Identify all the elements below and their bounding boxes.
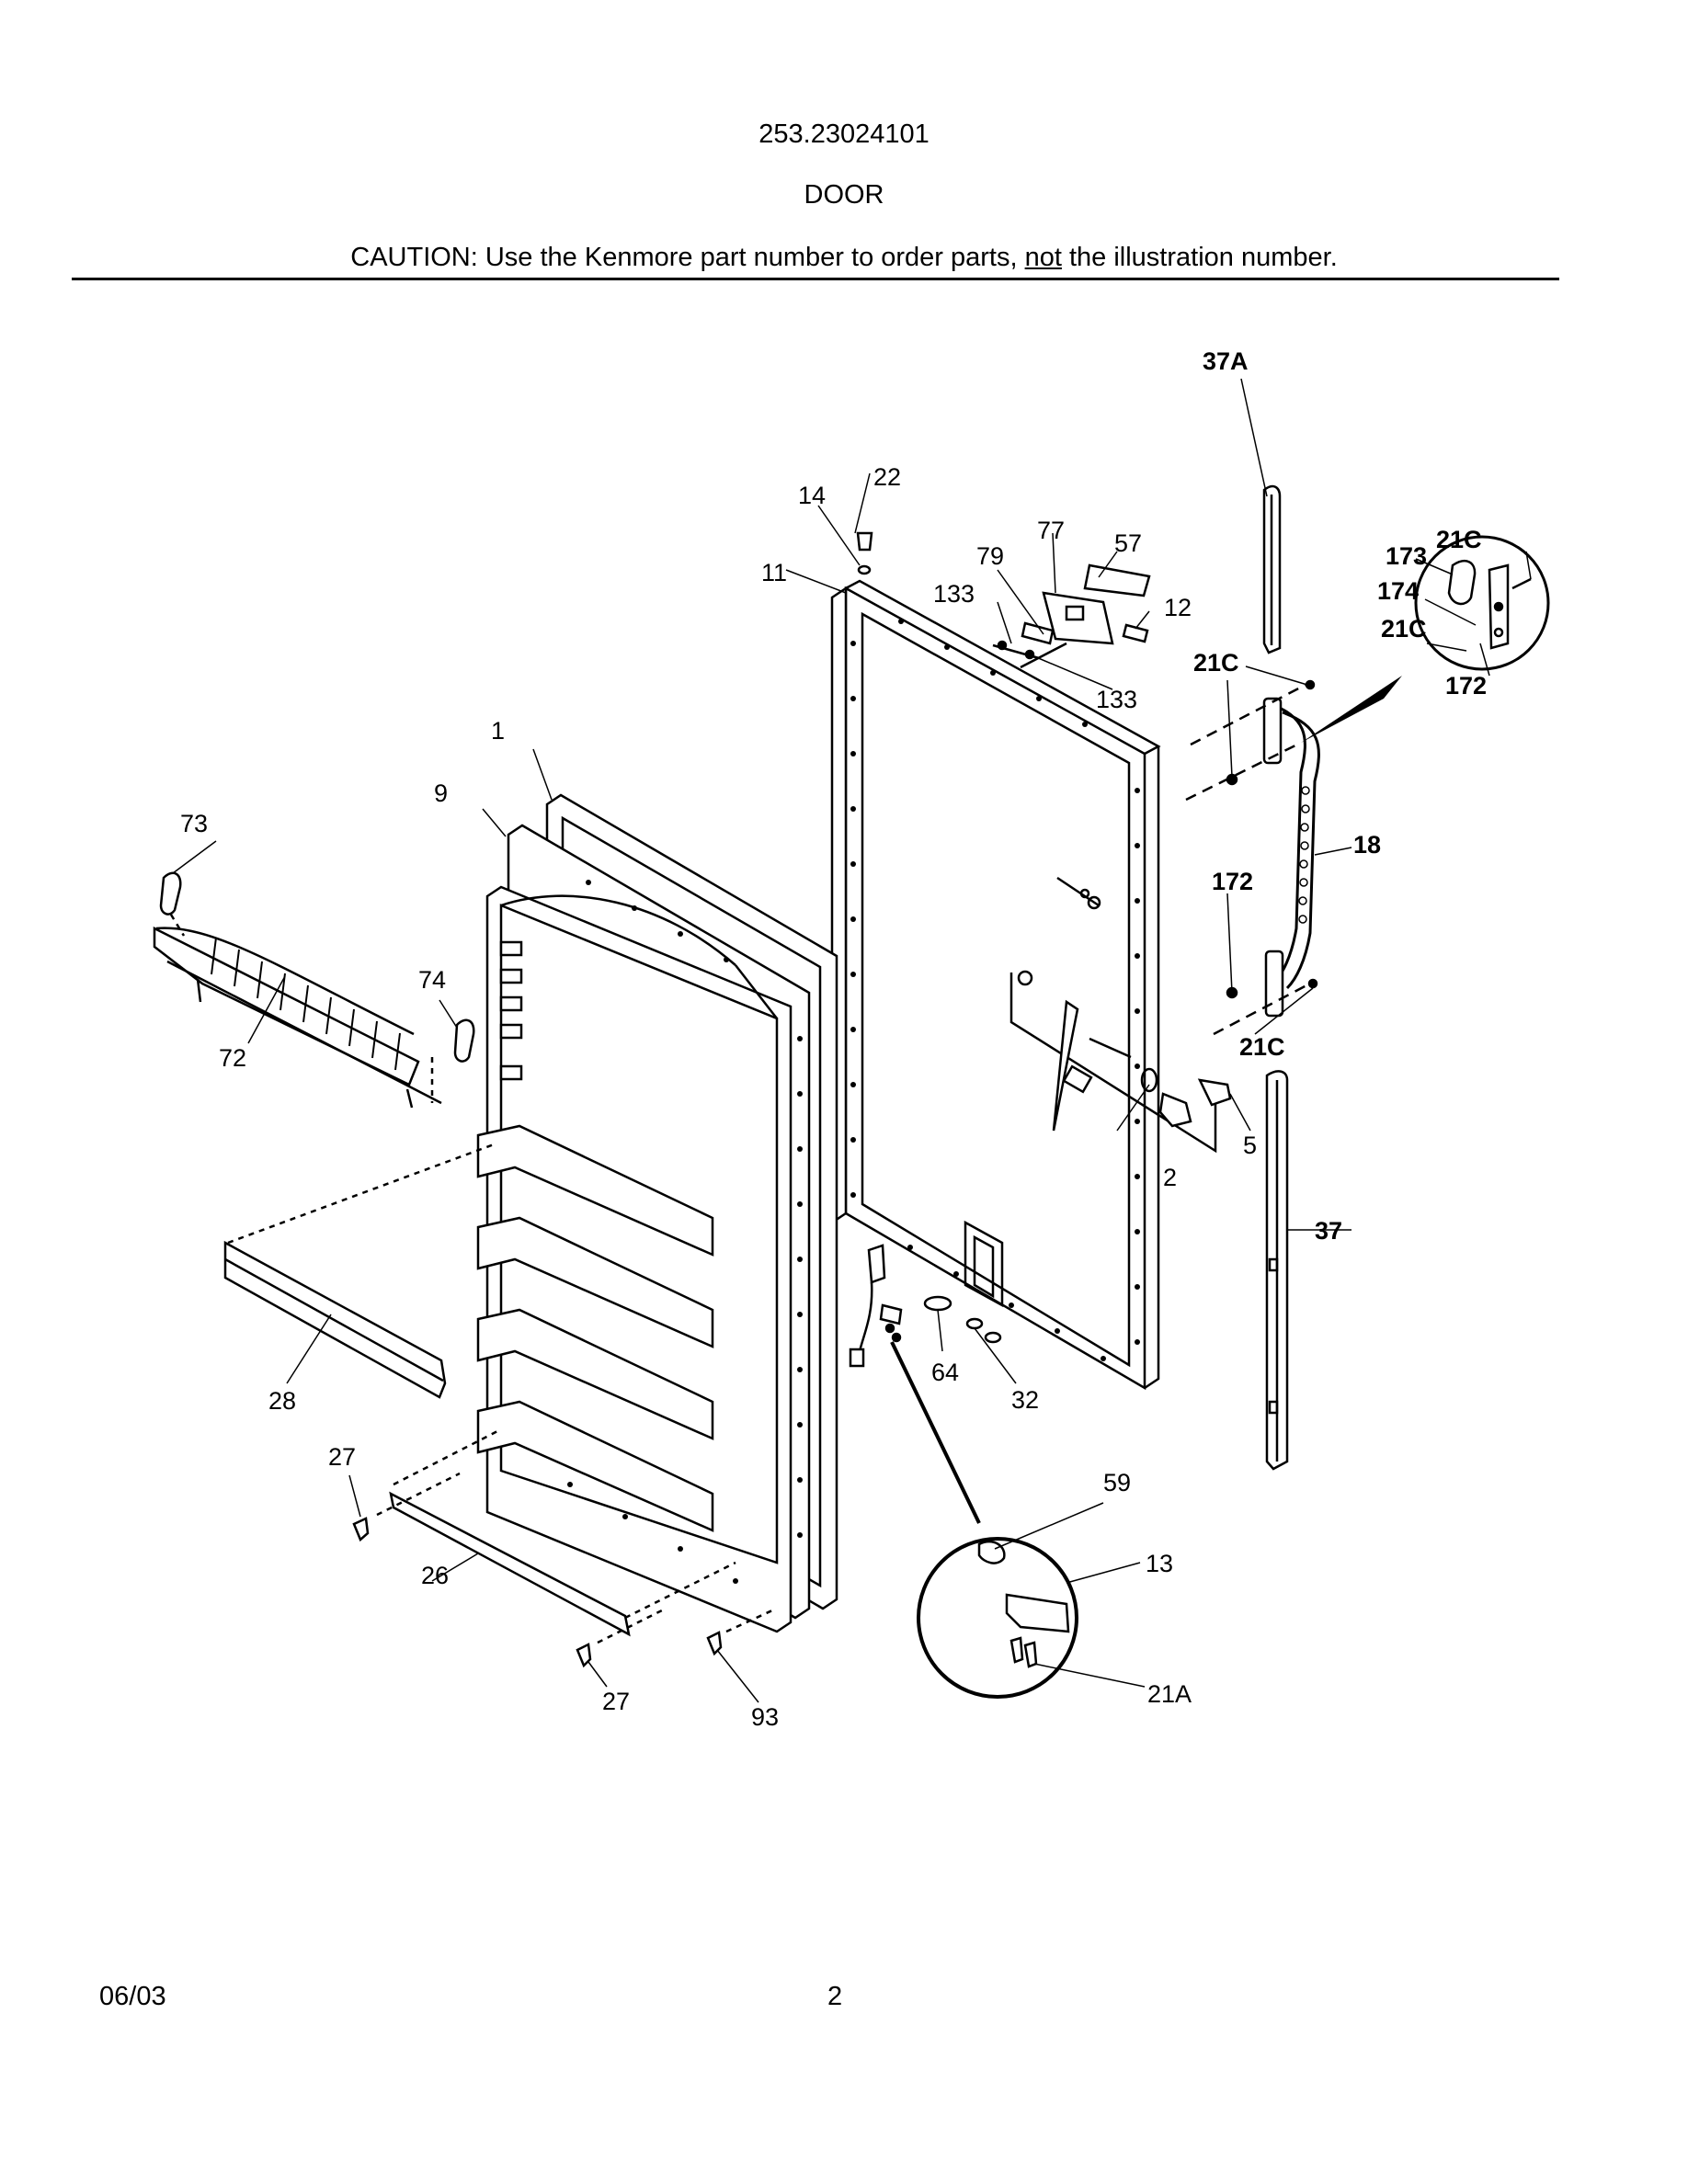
callout-32: 32 [1011, 1386, 1039, 1414]
callout-14: 14 [798, 482, 826, 509]
callout-133-top: 133 [933, 580, 975, 608]
callout-12: 12 [1164, 594, 1192, 621]
callout-labels: 22 14 11 133 79 77 57 12 133 37A 21C 173… [180, 347, 1487, 1731]
callout-21C-lower: 21C [1239, 1033, 1285, 1061]
lock-assembly [1009, 876, 1232, 1154]
callout-64: 64 [931, 1359, 959, 1386]
caution-emphasis: not [1024, 243, 1062, 272]
callout-72: 72 [219, 1044, 246, 1072]
callout-21C-detail-mid: 21C [1381, 615, 1427, 643]
wire-shelf [153, 871, 475, 1109]
callout-59: 59 [1103, 1469, 1131, 1496]
trim-strip-top [1262, 484, 1282, 654]
trim-strip-side [1265, 1070, 1289, 1471]
callout-174: 174 [1377, 577, 1419, 605]
callout-93: 93 [751, 1703, 779, 1731]
callout-1: 1 [491, 717, 505, 745]
door-handle [1185, 679, 1320, 1036]
caution-text-end: the illustration number. [1061, 243, 1338, 272]
caution-note: CAUTION: Use the Kenmore part number to … [0, 243, 1688, 273]
footer-date: 06/03 [99, 1982, 166, 2011]
callout-172-detail: 172 [1445, 672, 1487, 700]
callout-74: 74 [418, 966, 446, 994]
callout-133-bottom: 133 [1096, 686, 1137, 713]
footer-page-number: 2 [827, 1982, 843, 2011]
screws [352, 1472, 773, 1668]
callout-37A: 37A [1203, 347, 1249, 375]
inner-door-liner [476, 824, 811, 1633]
model-number: 253.23024101 [758, 119, 930, 149]
callout-173: 173 [1386, 542, 1427, 570]
callout-37: 37 [1315, 1217, 1342, 1245]
callout-26: 26 [421, 1562, 449, 1589]
callout-73: 73 [180, 810, 208, 837]
callout-172: 172 [1212, 868, 1253, 895]
callout-22: 22 [873, 463, 901, 491]
header-rule [72, 278, 1559, 280]
outer-door-panel [830, 579, 1161, 1391]
liner-screw-holes [567, 880, 803, 1584]
callout-5: 5 [1243, 1132, 1257, 1159]
callout-28: 28 [268, 1387, 296, 1415]
leader-lines [172, 378, 1532, 1703]
callout-18: 18 [1353, 831, 1381, 859]
callout-79: 79 [976, 542, 1004, 570]
callout-21C-detail-top: 21C [1436, 526, 1482, 553]
callout-11: 11 [761, 559, 787, 586]
callout-57: 57 [1114, 529, 1142, 557]
callout-27-lower: 27 [602, 1688, 630, 1715]
handle-detail-circle [1301, 535, 1550, 743]
callout-9: 9 [434, 779, 448, 807]
hinge-parts [849, 1244, 1002, 1524]
hinge-detail-circle [917, 1537, 1078, 1699]
callout-21A: 21A [1147, 1680, 1192, 1708]
caution-text-start: CAUTION: Use the Kenmore part number to … [350, 243, 1025, 272]
callout-13: 13 [1146, 1550, 1173, 1577]
callout-27-upper: 27 [328, 1443, 356, 1471]
bottom-trim-rail [389, 1428, 736, 1637]
section-title: DOOR [804, 180, 884, 210]
shelf-rail [223, 1142, 497, 1399]
outer-panel-screw-holes [850, 619, 1140, 1361]
callout-21C-upper: 21C [1193, 649, 1239, 677]
callout-2: 2 [1163, 1164, 1177, 1191]
callout-77: 77 [1037, 517, 1065, 544]
